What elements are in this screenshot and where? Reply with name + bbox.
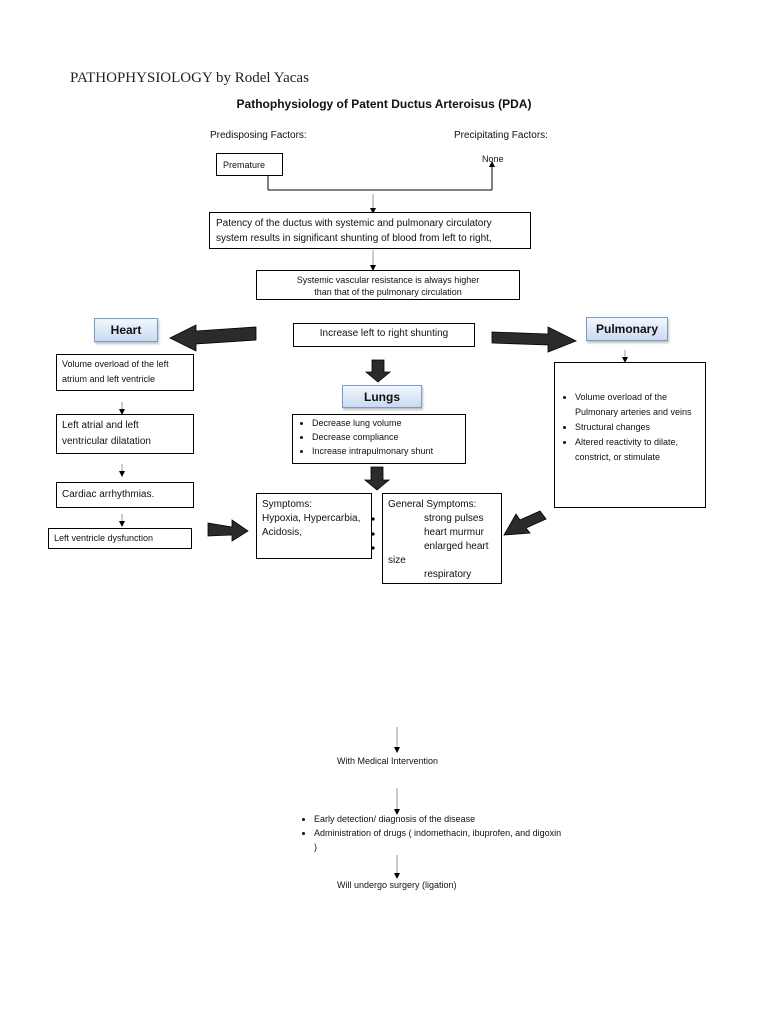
svr-line-2: than that of the pulmonary circulation (314, 287, 462, 297)
lungs-bullets: Decrease lung volume Decrease compliance… (298, 416, 433, 458)
arrow-to-pulmonary (491, 326, 577, 353)
intervention-bullet-2: Administration of drugs ( indomethacin, … (314, 826, 564, 854)
pulmonary-box: Volume overload of the Pulmonary arterie… (554, 362, 706, 508)
surgery-text: Will undergo surgery (ligation) (337, 880, 457, 890)
pulmonary-bullet-3: Altered reactivity to dilate, constrict,… (575, 435, 707, 465)
increase-shunting-box: Increase left to right shunting (293, 323, 475, 347)
precipitating-value: None (482, 154, 504, 164)
pulmonary-bullets: Volume overload of the Pulmonary arterie… (561, 390, 707, 465)
symptoms-label: Symptoms: (262, 499, 313, 510)
patency-line-2: system results in significant shunting o… (216, 233, 492, 244)
general-symptoms-line-4: size (388, 555, 406, 566)
arrow-to-heart (169, 324, 257, 352)
intervention-label: With Medical Intervention (337, 756, 439, 766)
heart-item-2-line-2: ventricular dilatation (62, 436, 151, 447)
svr-line-1: Systemic vascular resistance is always h… (296, 275, 480, 285)
heart-item-1-line-2: atrium and left ventricle (62, 374, 156, 384)
precipitating-label: Precipitating Factors: (454, 130, 548, 141)
symptoms-box: Symptoms: Hypoxia, Hypercarbia, Acidosis… (256, 493, 372, 559)
predisposing-value: Premature (223, 160, 266, 170)
lungs-bullet-3: Increase intrapulmonary shunt (312, 444, 433, 458)
heart-item-3: Cardiac arrhythmias. (56, 482, 194, 508)
pulmonary-bullet-1: Volume overload of the Pulmonary arterie… (575, 390, 707, 420)
general-symptoms-line-5: respiratory (424, 569, 472, 580)
heart-header: Heart (94, 318, 158, 342)
general-symptoms-line-3: enlarged heart (424, 541, 489, 552)
symptoms-line-2: Acidosis, (262, 527, 303, 538)
lungs-box: Decrease lung volume Decrease compliance… (292, 414, 466, 464)
heart-item-2: Left atrial and left ventricular dilatat… (56, 414, 194, 454)
heart-item-1: Volume overload of the left atrium and l… (56, 354, 194, 391)
lungs-bullet-2: Decrease compliance (312, 430, 433, 444)
author-line: PATHOPHYSIOLOGY by Rodel Yacas (70, 70, 309, 86)
lungs-header: Lungs (342, 385, 422, 408)
increase-shunting-text: Increase left to right shunting (319, 328, 449, 339)
general-symptoms-line-2: heart murmur (424, 527, 485, 538)
heart-item-3-text: Cardiac arrhythmias. (62, 489, 155, 500)
heart-item-1-line-1: Volume overload of the left (62, 359, 169, 369)
general-symptoms-box: General Symptoms: strong pulses heart mu… (382, 493, 502, 584)
general-symptoms-line-1: strong pulses (424, 513, 484, 524)
pulmonary-bullet-2: Structural changes (575, 420, 707, 435)
predisposing-box: Premature (216, 153, 283, 176)
heart-item-4: Left ventricle dysfunction (48, 528, 192, 549)
page-title: Pathophysiology of Patent Ductus Arteroi… (236, 97, 532, 111)
lungs-bullet-1: Decrease lung volume (312, 416, 433, 430)
svr-box: Systemic vascular resistance is always h… (256, 270, 520, 300)
general-symptoms-label: General Symptoms: (388, 499, 477, 510)
intervention-bullets: Early detection/ diagnosis of the diseas… (300, 812, 564, 854)
predisposing-label: Predisposing Factors: (210, 130, 307, 141)
intervention-bullet-1: Early detection/ diagnosis of the diseas… (314, 812, 564, 826)
symptoms-line-1: Hypoxia, Hypercarbia, (262, 513, 361, 524)
patency-box: Patency of the ductus with systemic and … (209, 212, 531, 249)
heart-item-4-text: Left ventricle dysfunction (54, 533, 154, 543)
pulmonary-header: Pulmonary (586, 317, 668, 341)
patency-line-1: Patency of the ductus with systemic and … (216, 218, 492, 229)
heart-item-2-line-1: Left atrial and left (62, 420, 139, 431)
